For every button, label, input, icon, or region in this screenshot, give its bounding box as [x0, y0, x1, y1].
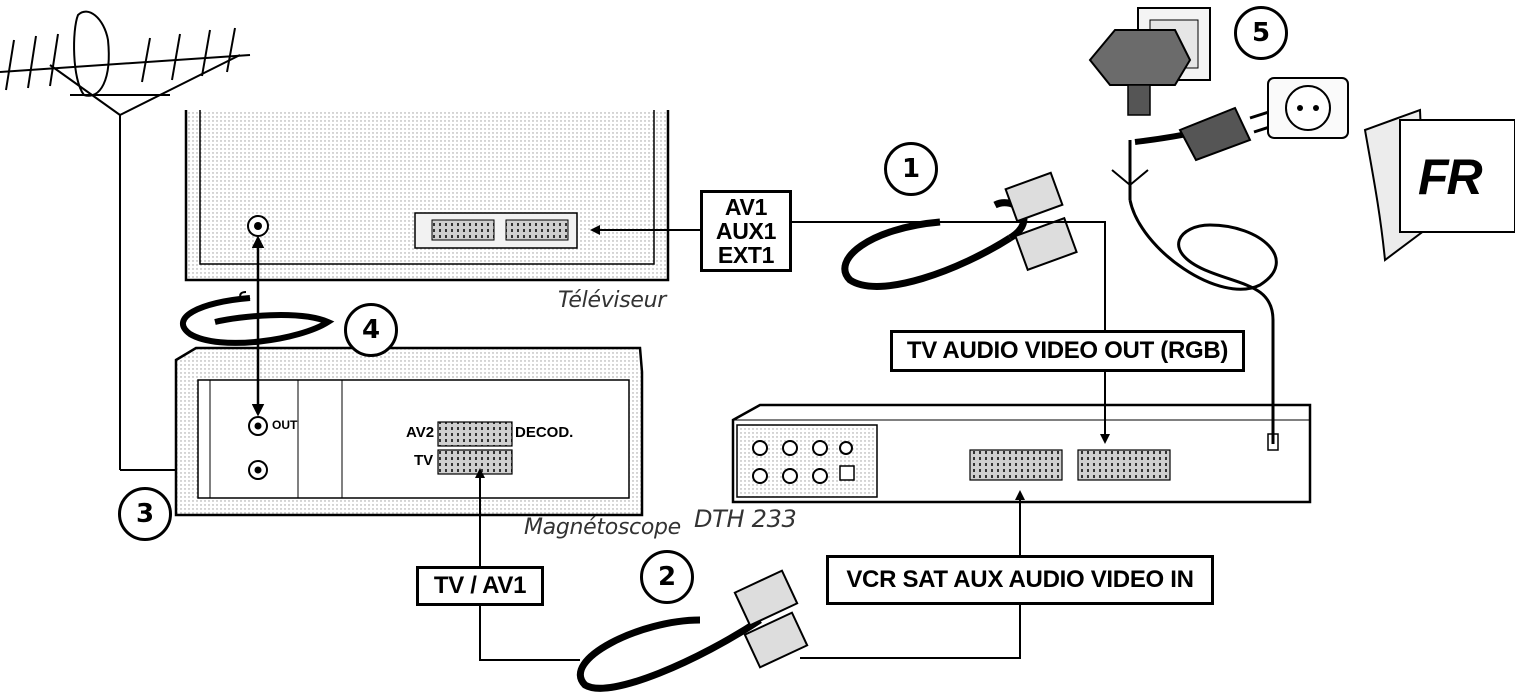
step-1-badge: 1 [884, 142, 938, 196]
vcr-device [174, 346, 644, 517]
television-set [184, 110, 670, 282]
step-4-badge: 4 [344, 303, 398, 357]
av1-aux1-ext1-label: AV1 AUX1 EXT1 [700, 190, 792, 272]
step-2-badge: 2 [640, 550, 694, 604]
vcr-sat-aux-in-label: VCR SAT AUX AUDIO VIDEO IN [826, 555, 1214, 605]
ext1-text: EXT1 [717, 242, 775, 268]
televiseur-caption: Téléviseur [558, 288, 667, 313]
vcr-av2-label: AV2 [406, 424, 435, 441]
dth-vcr-line [475, 468, 1025, 661]
vcr-out-label: OUT [272, 418, 298, 432]
tv-scart-line [590, 221, 1110, 444]
vcr-decod-label: DECOD. [515, 424, 574, 441]
language-badge: FR [1418, 149, 1483, 205]
dth-caption: DTH 233 [694, 505, 797, 533]
vcr-tv-label: TV [414, 452, 434, 469]
power-plug-icon [1088, 7, 1280, 162]
coax-cable-icon [180, 291, 335, 346]
scart-cable-icon [841, 171, 1078, 290]
dth-receiver [731, 403, 1312, 504]
step-3-badge: 3 [118, 487, 172, 541]
power-cord [1111, 140, 1278, 444]
av1-text: AV1 [724, 194, 768, 220]
antenna-icon [0, 10, 251, 470]
wall-socket-icon [1267, 77, 1349, 139]
tv-av1-label: TV / AV1 [416, 566, 544, 606]
magnetoscope-caption: Magnétoscope [524, 515, 681, 540]
fr-badge-shape [1363, 108, 1515, 262]
scart-cable-icon [576, 569, 809, 692]
tv-audio-video-out-label: TV AUDIO VIDEO OUT (RGB) [890, 330, 1245, 372]
aux1-text: AUX1 [715, 218, 777, 244]
step-5-badge: 5 [1234, 6, 1288, 60]
